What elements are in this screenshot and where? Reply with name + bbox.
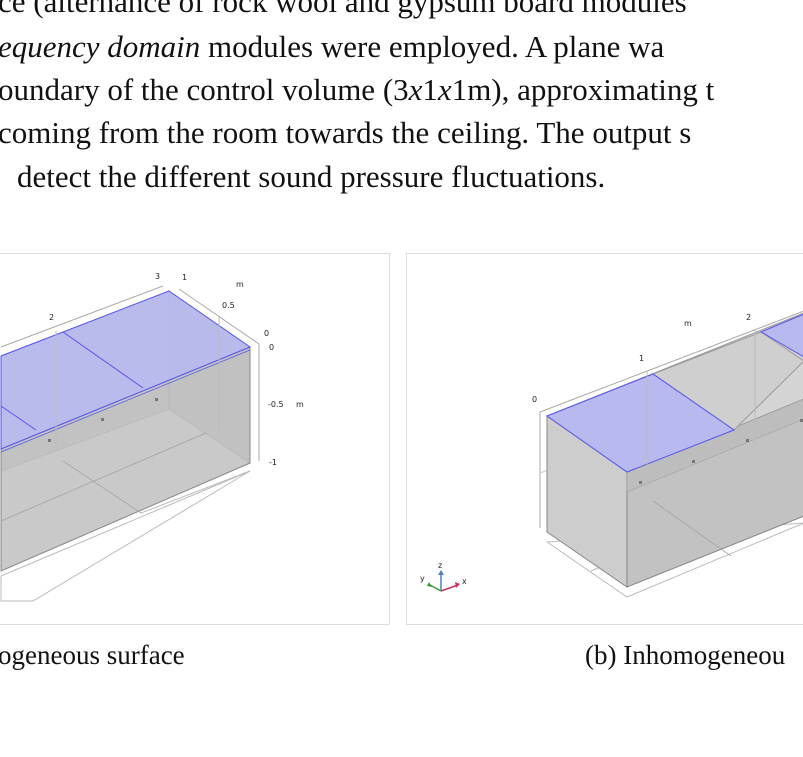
- body-text-line-1: ce (alternance of rock wool and gypsum b…: [0, 0, 687, 19]
- body-text-line-2: equency domain modules were employed. A …: [0, 29, 664, 65]
- tick-label: 0.5: [222, 301, 235, 310]
- tick-label: -1: [269, 458, 277, 467]
- axis-unit: m: [236, 280, 244, 289]
- caption-a: ogeneous surface: [0, 640, 185, 670]
- floor-outline: [0, 470, 251, 602]
- axis-label-x: x: [462, 577, 467, 586]
- sensor-point: [48, 439, 51, 442]
- figure-a-geometry: 3 2 1 m 0.5 0 0 -0.5 m -1: [0, 272, 304, 602]
- math-x: x: [408, 72, 423, 107]
- sensor-point: [101, 418, 104, 421]
- body-text-line-4: coming from the room towards the ceiling…: [0, 115, 692, 150]
- figure-b-geometry: 0 1 m 2 z y x: [420, 310, 803, 598]
- body-text-line-3: oundary of the control volume (3x1x1m), …: [0, 72, 714, 108]
- figure-a-panel: 3 2 1 m 0.5 0 0 -0.5 m -1: [0, 253, 390, 625]
- module-divider: [0, 405, 37, 431]
- sensor-point: [155, 398, 158, 401]
- rockwool-module: [759, 313, 803, 357]
- sensor-point: [746, 439, 749, 442]
- tick-label: -0.5: [268, 400, 284, 409]
- tick-label: 2: [746, 313, 751, 322]
- sensor-point: [692, 460, 695, 463]
- text-span: oundary of the control volume (3: [0, 72, 409, 107]
- tick-label: 2: [49, 313, 54, 322]
- axis-triad-icon: z y x: [420, 561, 467, 592]
- axis-label-z: z: [438, 561, 442, 570]
- sensor-point: [800, 419, 803, 422]
- text-span: 1: [422, 72, 438, 107]
- axis-unit: m: [296, 400, 304, 409]
- tick-label: 0: [269, 343, 274, 352]
- tick-label: 1: [639, 354, 644, 363]
- math-x: x: [437, 72, 452, 107]
- body-text-line-5: detect the different sound pressure fluc…: [17, 159, 606, 194]
- text-span: 1m), approximating t: [451, 72, 715, 107]
- tick-label: 3: [155, 272, 160, 281]
- tick-label: 1: [182, 273, 187, 282]
- italic-term: equency domain: [0, 29, 201, 64]
- rockwool-module: [545, 373, 736, 473]
- figure-b-panel: 0 1 m 2 z y x: [406, 253, 803, 625]
- text-span: modules were employed. A plane wa: [200, 29, 665, 64]
- axis-label-y: y: [420, 574, 425, 583]
- top-module-surface: [0, 290, 252, 450]
- tick-label: 0: [264, 329, 269, 338]
- tick-label: 0: [532, 395, 537, 404]
- module-divider: [62, 331, 144, 389]
- sensor-point: [639, 481, 642, 484]
- caption-b: (b) Inhomogeneou: [585, 640, 786, 670]
- axis-unit: m: [684, 319, 692, 328]
